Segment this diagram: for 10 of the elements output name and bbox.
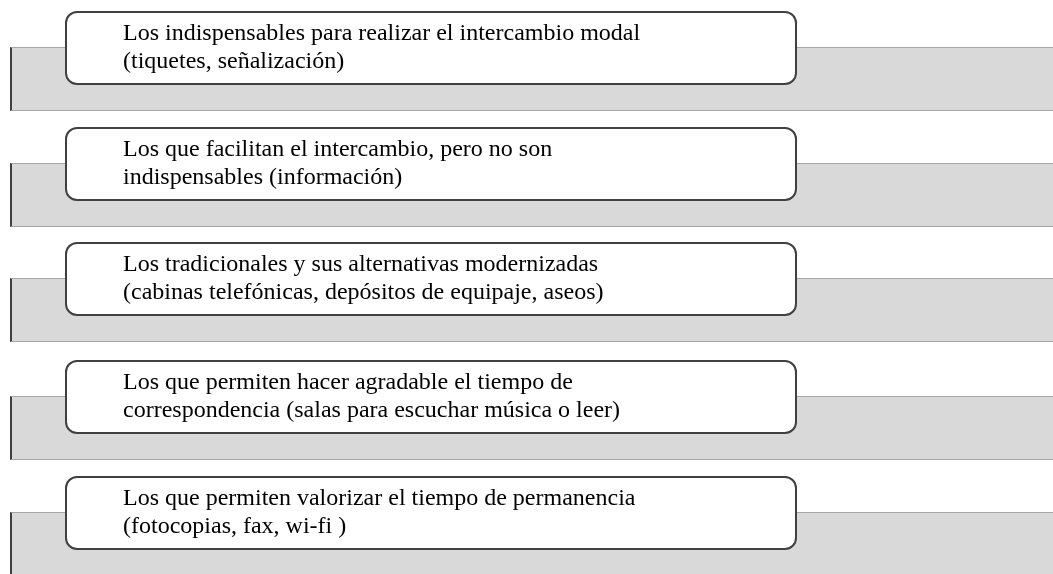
category-box — [65, 360, 797, 434]
category-text: Los tradicionales y sus alternativas modernizadas (cabinas telefónicas, depósitos de equipaje, aseos) — [123, 249, 605, 305]
category-text: Los que facilitan el intercambio, pero no son indispensables (información) — [123, 134, 554, 190]
category-box — [65, 11, 797, 85]
category-box — [65, 242, 797, 316]
category-text: Los indispensables para realizar el intercambio modal (tiquetes, señalización) — [123, 18, 642, 74]
category-text: Los que permiten valorizar el tiempo de permanencia (fotocopias, fax, wi-fi ) — [123, 483, 637, 539]
category-text: Los que permiten hacer agradable el tiempo de correspondencia (salas para escuchar música o leer) — [123, 367, 622, 423]
category-box — [65, 127, 797, 201]
category-box — [65, 476, 797, 550]
